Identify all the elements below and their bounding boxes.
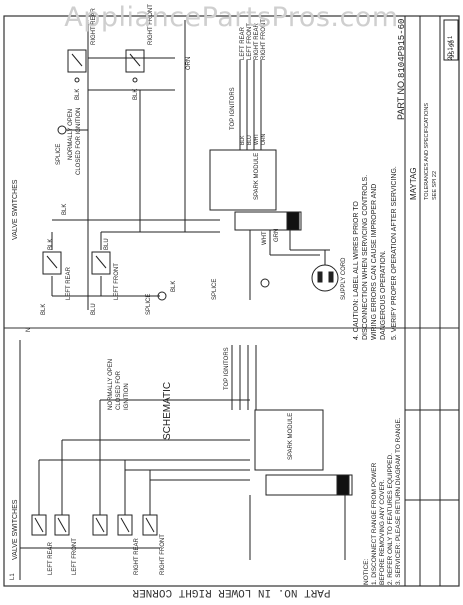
bottom-note-strip: PART NO. IN LOWER RIGHT CORNER (0, 586, 463, 600)
tolerances-label: TOLERANCES AND SPECIFICATIONS (424, 103, 430, 200)
right-rear-label: RIGHT REAR (91, 7, 97, 45)
wire-blk-label: BLK (240, 135, 246, 145)
caution-line-4: DANGEROUS OPERATION. (380, 250, 387, 340)
notice-line-5: 3. SERVICER: PLEASE RETURN DIAGRAM TO RA… (395, 417, 402, 585)
ign-left-rear-label: LEFT REAR (240, 26, 246, 60)
splice-label-3: SPLICE (212, 279, 218, 300)
upper-labels: VALVE SWITCHES RIGHT REAR RIGHT FRONT BL… (12, 4, 347, 315)
blk-label-4: BLK (48, 239, 54, 250)
watermark: AppliancePartsPros.com (64, 2, 399, 33)
normally-open-label: NORMALLY OPEN (68, 109, 74, 160)
brand-name: MAYTAG (409, 167, 418, 200)
caution-block: 4. CAUTION: LABEL ALL WIRES PRIOR TO DIS… (353, 166, 398, 340)
blk-label-5: BLK (41, 304, 47, 315)
lower-top-ignitors-label: TOP IGNITORS (224, 347, 230, 390)
wire-blu-label: BLU (247, 135, 253, 145)
ign-right-front-label: RIGHT FRONT (261, 19, 267, 60)
part-no-label: PART NO. (396, 78, 406, 120)
sheet-code: 95-90 (449, 40, 456, 58)
closed-for-ignition-label: CLOSED FOR IGNITION (76, 108, 82, 175)
lower-left-rear-label: LEFT REAR (48, 541, 54, 575)
notice-line-2: 1. DISCONNECT RANGE FROM POWER (371, 462, 378, 585)
blk-label-3: BLK (62, 204, 68, 215)
notice-line-4: 2. REFER ONLY TO FEATURES EQUIPPED. (387, 453, 394, 585)
lower-right-rear-label: RIGHT REAR (134, 537, 140, 575)
lower-diagram (19, 340, 353, 580)
ign-left-front-label: LEFT FRONT (247, 23, 253, 60)
n-label: N (26, 328, 32, 332)
grn-label: GRN (274, 229, 280, 242)
wire-wht-label: WHT (254, 134, 260, 145)
left-rear-label: LEFT REAR (66, 266, 72, 300)
lower-spark-module-label: SPARK MODULE (288, 413, 294, 460)
schematic-label: SCHEMATIC (162, 382, 173, 440)
l1-label: L1 (10, 573, 16, 580)
splice-label-2: SPLICE (146, 294, 152, 315)
top-ignitors-label: TOP IGNITORS (230, 87, 236, 130)
left-front-label: LEFT FRONT (114, 263, 120, 300)
blk-label-2: BLK (133, 89, 139, 100)
caution-line-3: WIRING ERRORS CAN CAUSE IMPROPER AND (371, 184, 378, 340)
blk-label-6: BLK (171, 281, 177, 292)
lower-labels: VALVE SWITCHES SCHEMATIC NORMALLY OPEN C… (10, 328, 294, 580)
lower-right-front-label: RIGHT FRONT (160, 534, 166, 575)
right-front-label: RIGHT FRONT (148, 4, 154, 45)
orn-label: ORN (186, 57, 192, 70)
upper-valve-switches-label: VALVE SWITCHES (12, 179, 19, 240)
upper-diagram (42, 20, 339, 310)
sheet-border (3, 15, 460, 587)
spark-module-label: SPARK MODULE (254, 153, 260, 200)
lower-closed-for-label: CLOSED FOR (116, 370, 122, 410)
see-spec-label: SEE SPI 22 (432, 171, 438, 200)
title-block (404, 16, 459, 586)
blu-label-1: BLU (104, 238, 110, 250)
supply-cord-label: SUPPLY CORD (341, 257, 347, 300)
bottom-note: PART NO. IN LOWER RIGHT CORNER (132, 586, 331, 598)
page-label: 2D 1 of 1 (448, 35, 454, 60)
ign-right-rear-label: RIGHT REAR (254, 22, 260, 60)
notice-block: NOTICE: 1. DISCONNECT RANGE FROM POWER B… (363, 417, 402, 585)
caution-line-2: DISCONNECTION WHEN SERVICING CONTROLS. (362, 175, 369, 340)
lower-left-front-label: LEFT FRONT (72, 538, 78, 575)
wht-label: WHT (262, 231, 268, 245)
wire-orn-label: ORN (261, 134, 267, 146)
caution-line-5: 5. VERIFY PROPER OPERATION AFTER SERVICI… (391, 166, 398, 340)
part-no-value: 8104P915-60 (397, 19, 407, 78)
lower-normally-open-label: NORMALLY OPEN (108, 359, 114, 410)
caution-line-1: 4. CAUTION: LABEL ALL WIRES PRIOR TO (353, 201, 360, 340)
blu-label-2: BLU (91, 303, 97, 315)
lower-ignition-label: IGNITION (124, 383, 130, 410)
notice-line-1: NOTICE: (363, 558, 370, 585)
splice-label-1: SPLICE (56, 144, 62, 165)
notice-line-3: BEFORE REMOVING ANY COVER. (379, 479, 386, 585)
blk-label-1: BLK (75, 89, 81, 100)
lower-valve-switches-label: VALVE SWITCHES (12, 499, 19, 560)
